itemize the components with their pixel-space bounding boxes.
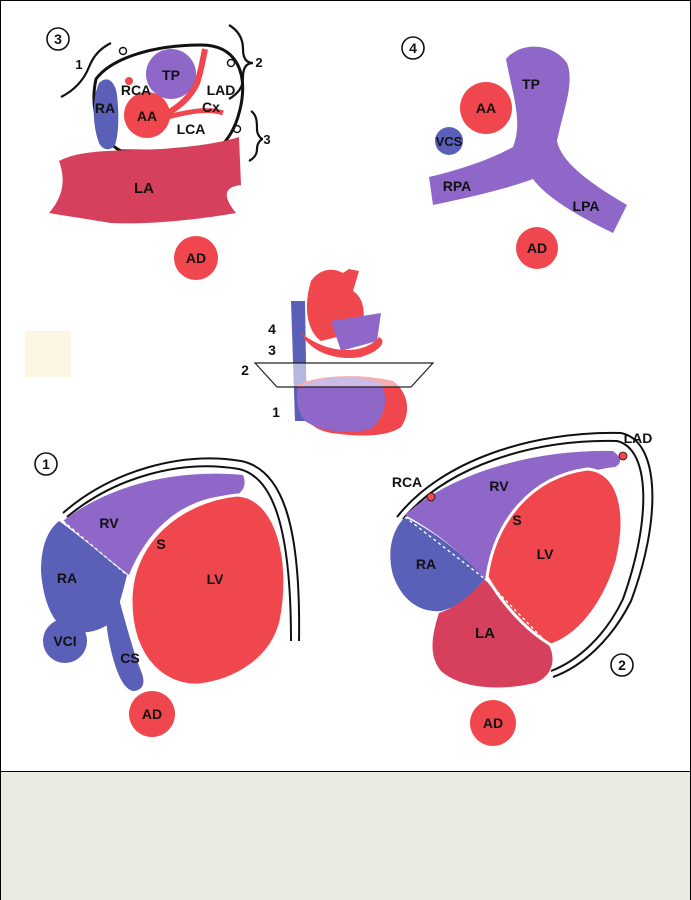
section-plane xyxy=(253,362,435,388)
rca-dot xyxy=(426,492,436,502)
label-ad: AD xyxy=(186,250,206,266)
pericardium-arc-outer xyxy=(62,457,301,642)
marker-circle xyxy=(118,46,128,56)
label-rpa: RPA xyxy=(443,178,472,194)
label-rv: RV xyxy=(489,478,509,494)
panel-4-number-circle xyxy=(401,36,425,60)
label-vcs: VCS xyxy=(436,134,463,149)
aorta-shape xyxy=(460,82,512,134)
left-ventricle-shape xyxy=(485,467,624,647)
label-ra: RA xyxy=(95,100,115,116)
label-ad: AD xyxy=(483,715,503,731)
label-la: LA xyxy=(134,180,154,197)
rca-dot xyxy=(125,77,133,85)
panel-4: 4 TP AA VCS RPA LPA AD xyxy=(401,36,627,269)
left-atrium-shape xyxy=(49,137,241,224)
plane-label-3: 3 xyxy=(268,342,276,358)
bracket-3-label: 3 xyxy=(263,132,270,147)
label-cs: CS xyxy=(120,650,139,666)
panel-2-number-circle xyxy=(610,653,634,677)
vci-shape xyxy=(43,619,87,663)
left-atrium-shape xyxy=(432,579,553,688)
av-dashed-line-a xyxy=(404,516,486,580)
ad-circle xyxy=(516,227,558,269)
panel-1-number-circle xyxy=(34,452,58,476)
label-tp: TP xyxy=(162,67,180,83)
left-ventricle-shape xyxy=(129,493,287,687)
right-ventricle-shape xyxy=(63,473,245,575)
label-lv: LV xyxy=(207,571,225,587)
right-atrium-shape xyxy=(41,521,127,633)
label-lad: LAD xyxy=(207,82,236,98)
plane-label-2: 2 xyxy=(241,362,249,378)
panel-2-number: 2 xyxy=(618,657,626,673)
label-cx: Cx xyxy=(202,99,220,115)
bracket-1 xyxy=(60,42,112,98)
vcs-shape xyxy=(435,127,463,155)
plane-label-1: 1 xyxy=(272,404,280,420)
label-ra: RA xyxy=(416,556,436,572)
atrial-appendage xyxy=(301,333,383,358)
bracket-1-label: 1 xyxy=(75,57,82,72)
aorta-shape xyxy=(124,92,170,138)
pericardium-arc-inner xyxy=(66,465,292,642)
panel-4-number: 4 xyxy=(409,40,417,56)
label-rv: RV xyxy=(99,515,119,531)
label-s: S xyxy=(512,512,521,528)
ad-circle xyxy=(174,236,218,280)
ad-circle xyxy=(129,691,175,737)
label-aa: AA xyxy=(137,108,157,124)
panel-3-number-circle xyxy=(46,27,70,51)
panel-3: 3 xyxy=(46,24,271,280)
label-ad: AD xyxy=(142,706,162,722)
marker-circle xyxy=(232,124,242,134)
label-ad: AD xyxy=(527,240,547,256)
label-rca: RCA xyxy=(121,82,151,98)
pulmonary-trunk-bifurcation xyxy=(429,46,627,233)
bracket-3 xyxy=(248,110,264,162)
pericardium-arc-outer xyxy=(396,431,654,678)
plane-label-4: 4 xyxy=(268,321,276,337)
pulmonary-trunk-center xyxy=(331,313,381,351)
ad-circle xyxy=(470,700,516,746)
label-s: S xyxy=(156,536,165,552)
label-vci: VCI xyxy=(53,633,76,649)
right-atrium-shape xyxy=(93,79,119,150)
bracket-2-label: 2 xyxy=(255,55,262,70)
lad-dot xyxy=(618,451,628,461)
label-tp: TP xyxy=(522,76,540,92)
panel-1-number: 1 xyxy=(42,456,50,472)
right-ventricle-center xyxy=(297,377,386,432)
right-atrium-shape xyxy=(390,517,485,612)
label-rca: RCA xyxy=(392,474,422,490)
panel-1: 1 RV S RA LV VCI CS xyxy=(34,452,301,737)
diagram-area: 3 xyxy=(1,1,690,771)
label-lca: LCA xyxy=(177,121,206,137)
pulmonary-trunk-shape xyxy=(146,49,196,99)
bracket-2 xyxy=(228,24,254,100)
caption-area xyxy=(1,771,690,900)
panel-2: LAD RCA RV S RA LV LA 2 AD xyxy=(390,430,654,746)
label-la: LA xyxy=(475,625,495,642)
label-aa: AA xyxy=(476,100,496,116)
panel-3-number: 3 xyxy=(54,31,62,47)
septum-dashed-line xyxy=(62,520,128,576)
pericardium-arc-inner xyxy=(402,439,645,672)
center-heart-sections: 4 3 2 1 xyxy=(25,269,435,436)
label-lv: LV xyxy=(537,546,555,562)
label-ra: RA xyxy=(57,570,77,586)
heart-sections-diagram: 3 xyxy=(25,24,654,746)
marker-circle xyxy=(226,58,236,68)
label-lpa: LPA xyxy=(573,198,600,214)
pale-patch xyxy=(25,331,71,377)
coronary-sinus-shape xyxy=(106,581,144,691)
label-lad: LAD xyxy=(624,430,653,446)
